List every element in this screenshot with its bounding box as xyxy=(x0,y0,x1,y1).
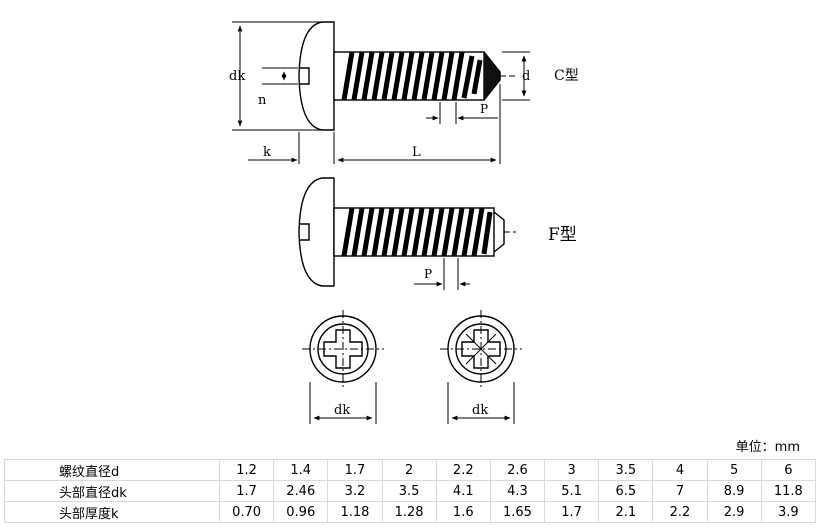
dk-label-top-left: dk xyxy=(334,403,350,418)
table-cell: 2 xyxy=(381,459,437,481)
c-type-screw-side-view xyxy=(232,21,530,164)
p-label-f: P xyxy=(424,267,432,281)
table-cell: 4.1 xyxy=(435,480,491,502)
table-cell: 0.70 xyxy=(218,501,275,523)
table-cell: 6 xyxy=(760,459,817,481)
table-cell: 3 xyxy=(544,459,600,481)
n-label: n xyxy=(258,93,267,108)
table-cell: 3.5 xyxy=(598,459,654,481)
row-label: 头部直径dk xyxy=(4,480,220,502)
table-cell: 2.6 xyxy=(489,459,546,481)
table-cell: 8.9 xyxy=(706,480,762,502)
table-cell: 5 xyxy=(706,459,762,481)
p-label-c: P xyxy=(480,102,488,116)
pozi-recess-top-view xyxy=(440,310,522,424)
table-cell: 6.5 xyxy=(598,480,654,502)
table-cell: 2.2 xyxy=(435,459,491,481)
table-cell: 3.2 xyxy=(327,480,383,502)
k-label: k xyxy=(263,145,271,160)
f-type-label: F型 xyxy=(548,225,577,245)
dk-label-side: dk xyxy=(229,69,245,84)
table-cell: 1.7 xyxy=(544,501,600,523)
table-cell: 1.7 xyxy=(218,480,275,502)
f-type-screw-side-view xyxy=(298,177,516,290)
table-cell: 1.18 xyxy=(327,501,383,523)
table-cell: 4.3 xyxy=(489,480,546,502)
table-cell: 0.96 xyxy=(273,501,329,523)
cross-recess-top-view xyxy=(302,310,384,424)
table-cell: 2.9 xyxy=(706,501,762,523)
table-cell: 3.5 xyxy=(381,480,437,502)
d-label: d xyxy=(522,69,530,84)
table-cell: 1.6 xyxy=(435,501,491,523)
table-cell: 5.1 xyxy=(544,480,600,502)
table-cell: 1.7 xyxy=(327,459,383,481)
table-cell: 4 xyxy=(652,459,708,481)
dk-label-top-right: dk xyxy=(472,403,488,418)
screw-technical-drawing: dk n k L d P C型 F型 P dk dk xyxy=(229,21,579,424)
table-cell: 7 xyxy=(652,480,708,502)
table-cell: 2.2 xyxy=(652,501,708,523)
row-label: 头部厚度k xyxy=(4,501,220,523)
f-type-threads xyxy=(341,207,493,257)
table-cell: 1.2 xyxy=(218,459,275,481)
table-cell: 1.4 xyxy=(273,459,329,481)
L-label: L xyxy=(412,145,421,160)
table-cell: 11.8 xyxy=(760,480,817,502)
table-cell: 2.1 xyxy=(598,501,654,523)
table-cell: 3.9 xyxy=(760,501,817,523)
c-type-label: C型 xyxy=(554,68,579,84)
row-label: 螺纹直径d xyxy=(4,459,220,481)
table-cell: 2.46 xyxy=(273,480,329,502)
table-cell: 1.28 xyxy=(381,501,437,523)
table-cell: 1.65 xyxy=(489,501,546,523)
unit-label: 单位：mm xyxy=(735,440,800,455)
c-type-threads xyxy=(341,51,483,101)
